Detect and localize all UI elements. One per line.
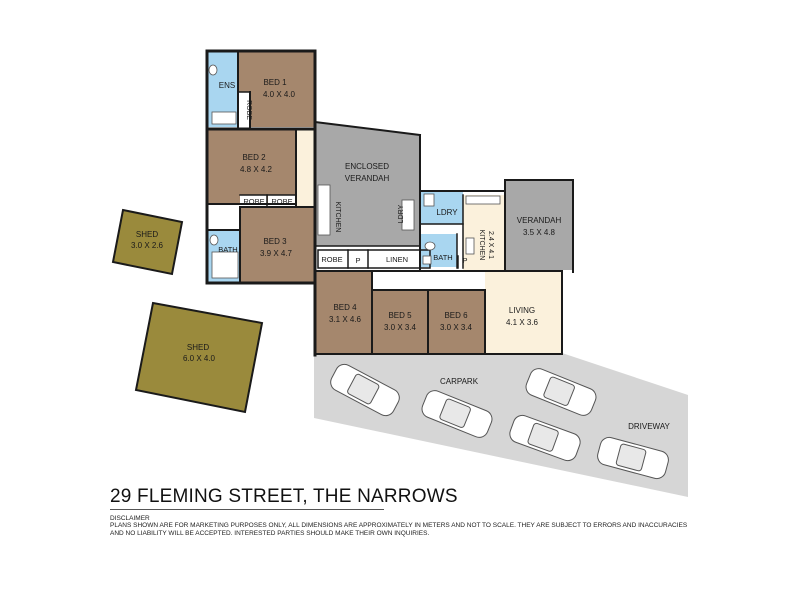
bed4-size: 3.1 X 4.6 [329, 315, 362, 324]
kitchen2-label: KITCHEN [478, 230, 485, 261]
shed-small [111, 208, 184, 276]
bed3-label: BED 3 [263, 237, 287, 246]
robe-a-label: ROBE [243, 197, 264, 206]
living-size: 4.1 X 3.6 [506, 318, 539, 327]
fixtures [208, 64, 501, 279]
shed-small-label: SHED [136, 230, 158, 239]
bed2-label: BED 2 [242, 153, 266, 162]
living-label: LIVING [509, 306, 535, 315]
robe-c-label: ROBE [321, 255, 342, 264]
carpark-area [314, 353, 688, 497]
disclaimer-text: PLANS SHOWN ARE FOR MARKETING PURPOSES O… [110, 522, 688, 537]
robe-ens-label: ROBE [245, 100, 252, 120]
bed3-size: 3.9 X 4.7 [260, 249, 293, 258]
car-icon [509, 414, 581, 462]
linen-label: LINEN [386, 255, 408, 264]
robe-ens-floor [238, 92, 250, 127]
carpark-label: CARPARK [440, 377, 479, 386]
bed5-size: 3.0 X 3.4 [384, 323, 417, 332]
car-icon [330, 363, 400, 417]
robe-b-label: ROBE [271, 197, 292, 206]
bed4-floor [315, 271, 372, 354]
kitchen2-floor [463, 195, 505, 270]
car-icon [525, 368, 597, 416]
bed1-size: 4.0 X 4.0 [263, 90, 296, 99]
bed3-floor [240, 207, 314, 282]
property-title: 29 FLEMING STREET, THE NARROWS [110, 486, 458, 507]
shed-large-size: 6.0 X 4.0 [183, 354, 216, 363]
ldry1-label: LDRY [398, 204, 405, 223]
car-icon [597, 436, 669, 480]
p2-label: P [462, 256, 467, 265]
ens-label: ENS [219, 81, 235, 90]
bath2-label: BATH [433, 253, 452, 262]
bed5-floor [372, 290, 428, 353]
bed1-label: BED 1 [263, 78, 287, 87]
title-underline [110, 509, 384, 510]
enclosed-verandah-floor [315, 122, 420, 246]
shed-large [134, 301, 264, 414]
enclosed-verandah-line1: ENCLOSED [345, 162, 389, 171]
p1-label: P [355, 256, 360, 265]
kitchen2-size: 2.4 X 4.1 [487, 231, 494, 259]
verandah-size: 3.5 X 4.8 [523, 228, 556, 237]
walls [205, 49, 574, 357]
bed4-label: BED 4 [333, 303, 357, 312]
kitchen1-label: KITCHEN [334, 202, 341, 233]
shed-large-label: SHED [187, 343, 209, 352]
cars [330, 363, 669, 480]
driveway-label: DRIVEWAY [628, 422, 670, 431]
bed5-label: BED 5 [388, 311, 412, 320]
shed-small-size: 3.0 X 2.6 [131, 241, 164, 250]
bed2-floor [208, 130, 296, 203]
bed2-size: 4.8 X 4.2 [240, 165, 273, 174]
verandah-label: VERANDAH [517, 216, 562, 225]
bed6-label: BED 6 [444, 311, 468, 320]
living-floor [485, 271, 562, 353]
bed6-floor [428, 290, 485, 353]
bath1-label: BATH [218, 245, 237, 254]
verandah-floor [505, 180, 573, 270]
disclaimer-heading: DISCLAIMER [110, 515, 150, 522]
bed6-size: 3.0 X 3.4 [440, 323, 473, 332]
ldry2-label: LDRY [436, 208, 458, 217]
enclosed-verandah-line2: VERANDAH [345, 174, 390, 183]
car-icon [421, 390, 493, 438]
